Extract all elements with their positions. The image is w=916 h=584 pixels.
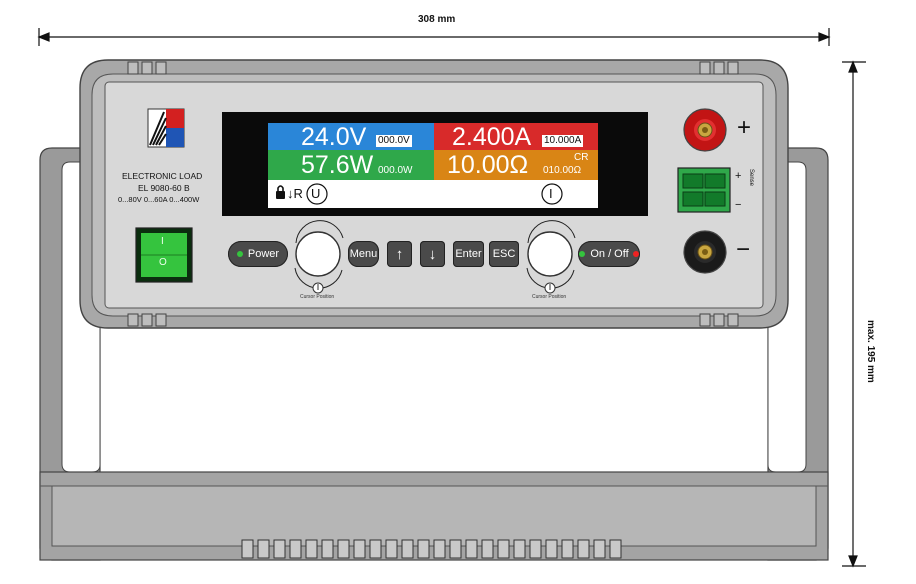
grip-tooth [353,539,366,559]
off-led-icon [632,251,639,257]
grip-tooth [337,539,350,559]
device-ranges: 0...80V 0...60A 0...400W [118,195,200,204]
on-off-button-label: On / Off [590,248,629,260]
grip-tooth [417,539,430,559]
grip-tooth [513,539,526,559]
resistance-field [434,150,598,180]
enter-button-label: Enter [455,248,482,260]
grip-tooth [577,539,590,559]
power-actual: 57.6W [301,151,374,179]
ea-logo [147,108,185,148]
up-arrow-icon: ↑ [395,245,404,263]
knob-i-label: I [549,186,553,201]
sense-connector [677,167,731,213]
power-button-label: Power [247,248,280,260]
grip-tooth [465,539,478,559]
power-set: 000.0W [378,165,413,176]
grip-tooth [561,539,574,559]
grip-tooth [257,539,270,559]
voltage-knob [294,220,344,294]
carry-handle [39,147,829,561]
knob-u-circle [306,183,328,205]
sense-plus-label: + [735,170,742,182]
remote-indicator: ↓R [287,186,303,201]
switch-off-label: O [159,257,167,268]
power-led-icon [236,251,243,257]
minus-terminal-label: − [736,236,751,263]
resistance-mode: CR [574,152,589,163]
grip-tooth [481,539,494,559]
knob-i-circle [541,183,563,205]
on-off-button[interactable]: On / Off [578,241,640,267]
current-knob [526,220,576,294]
grip-tooth [593,539,606,559]
enter-button[interactable]: Enter [453,241,484,267]
grip-tooth [385,539,398,559]
power-button[interactable]: Power [228,241,288,267]
lock-icon [276,185,285,199]
grip-tooth [497,539,510,559]
grip-tooth [449,539,462,559]
grip-tooth [321,539,334,559]
down-arrow-icon: ↓ [428,245,437,263]
esc-button[interactable]: ESC [489,241,519,267]
knob-u-label: U [311,186,321,201]
voltage-knob-caption: Cursor Position [300,294,335,300]
grip-tooth [369,539,382,559]
plus-terminal-label: + [737,114,752,141]
height-dimension-line [842,60,866,568]
grip-tooth [241,539,254,559]
down-button[interactable]: ↓ [420,241,445,267]
voltage-set: 000.0V [376,135,412,147]
menu-button-label: Menu [349,248,378,260]
resistance-set: 010.00Ω [543,165,582,176]
handle-grip-teeth [241,539,622,559]
grip-tooth [545,539,558,559]
voltage-actual: 24.0V [301,123,367,151]
grip-tooth [305,539,318,559]
height-dimension-label: max. 195 mm [865,320,876,383]
resistance-actual: 10.00Ω [447,151,529,179]
current-set: 10.000A [542,135,584,147]
up-button[interactable]: ↑ [387,241,412,267]
power-field [268,150,434,180]
minus-terminal [683,230,727,274]
current-knob-caption: Cursor Position [532,294,567,300]
switch-on-label: I [161,236,164,247]
width-dimension-label: 308 mm [418,14,456,25]
grip-tooth [273,539,286,559]
sense-minus-label: − [735,199,742,211]
plus-terminal [683,108,727,152]
esc-button-label: ESC [492,248,516,260]
menu-button[interactable]: Menu [348,241,379,267]
grip-tooth [433,539,446,559]
mains-switch [135,227,193,283]
width-dimension-line [37,28,831,46]
sense-label: Sense [748,169,754,187]
device-model: EL 9080-60 B [138,183,190,193]
grip-tooth [609,539,622,559]
device-title: ELECTRONIC LOAD [122,171,203,181]
grip-tooth [401,539,414,559]
current-actual: 2.400A [452,123,532,151]
grip-tooth [289,539,302,559]
grip-tooth [529,539,542,559]
on-led-icon [579,251,586,257]
